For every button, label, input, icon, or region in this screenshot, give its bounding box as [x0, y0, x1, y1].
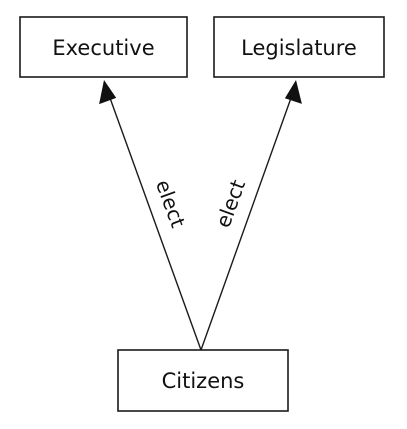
arrow-citizens-to-legislature: [200, 80, 302, 351]
edge-line-right: [200, 97, 292, 351]
edge-line-left: [109, 97, 202, 351]
citizens-node: Citizens: [117, 349, 289, 412]
executive-label: Executive: [52, 36, 154, 60]
legislature-node: Legislature: [213, 16, 385, 78]
legislature-label: Legislature: [241, 36, 357, 60]
legislature-box: [213, 16, 385, 78]
citizens-label: Citizens: [162, 369, 245, 393]
edge-label-left: elect: [151, 176, 190, 230]
arrowhead-left-icon: [99, 80, 117, 105]
citizens-box: [117, 349, 289, 412]
executive-box: [19, 16, 188, 78]
edge-label-right: elect: [211, 176, 250, 230]
arrowhead-right-icon: [284, 80, 302, 104]
executive-node: Executive: [19, 16, 188, 78]
arrow-citizens-to-executive: [99, 80, 202, 351]
